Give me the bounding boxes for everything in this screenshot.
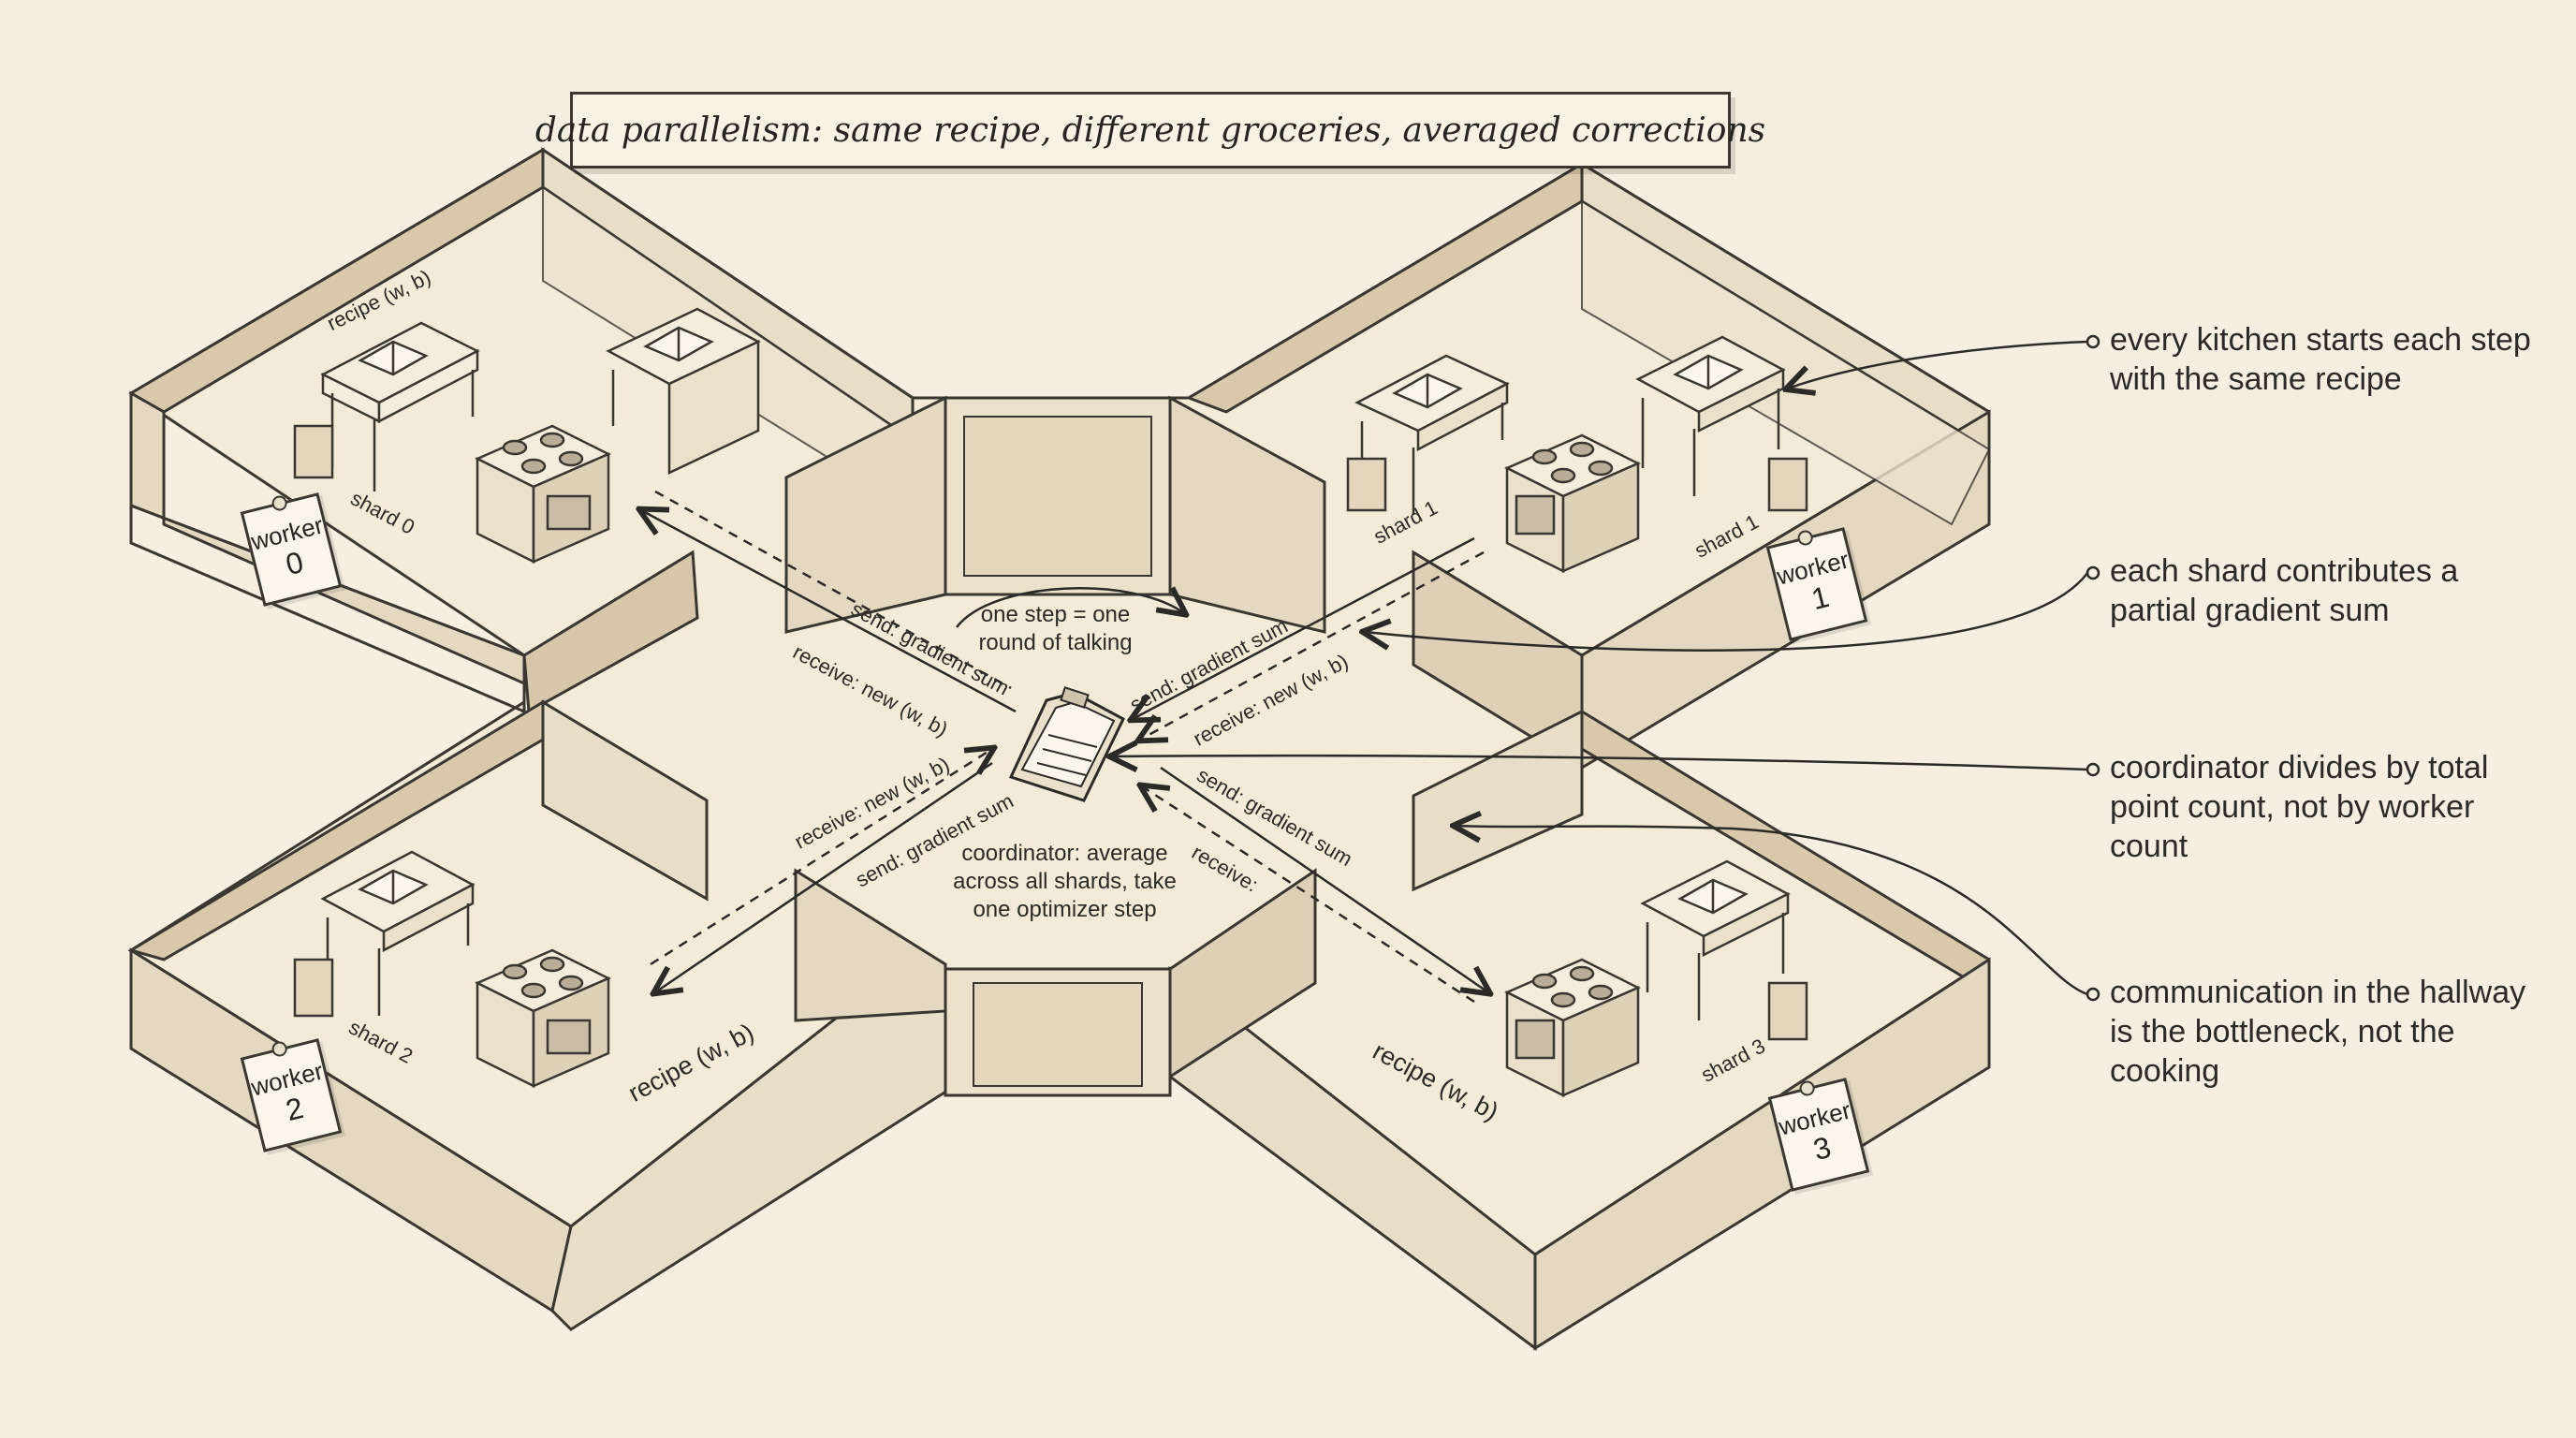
step-cycle-arrow: [956, 588, 1184, 628]
stove-k3: [1504, 958, 1641, 1098]
annotation-partial-gradient: each shard contributes a partial gradien…: [2110, 553, 2459, 628]
hallway-walls: [784, 395, 1326, 1097]
communication-arrows: [641, 490, 1488, 1004]
grocery-bag-k0: [293, 424, 334, 479]
annotation-coordinator-divides: coordinator divides by total point count…: [2110, 750, 2489, 864]
recipe-table-k1: [1354, 354, 1510, 515]
kitchen-2: [127, 699, 957, 1331]
title-banner: data parallelism: same recipe, different…: [535, 92, 1765, 169]
recipe-table-k2: [320, 850, 476, 1016]
worker-1-number: 1: [1808, 579, 1833, 617]
recipe-table-k0b: [606, 307, 761, 475]
coordinator-note: coordinator: average across all shards, …: [953, 841, 1177, 922]
recipe-table-k0: [320, 321, 480, 492]
arrow-to-worker3: [1160, 766, 1488, 992]
grocery-bags-k1: [1346, 457, 1808, 512]
furniture: [293, 307, 1808, 1098]
coordinator-clipboard-icon: [1008, 686, 1125, 802]
arrow-from-worker1: [1133, 536, 1475, 719]
arrow-to-worker2: [655, 761, 993, 992]
dashed-from-worker0: [654, 490, 1012, 690]
grocery-bag-k2: [293, 958, 334, 1018]
arrow-to-worker0: [641, 510, 1017, 713]
kitchen-3: [1168, 709, 1991, 1351]
annotation-same-recipe: every kitchen starts each step with the …: [2110, 322, 2531, 397]
recipe-table-k3: [1640, 859, 1791, 1020]
grocery-bag-k3: [1767, 981, 1808, 1041]
dashed-to-worker1: [1140, 550, 1485, 740]
stove-k1: [1504, 433, 1641, 574]
step-note: one step = one round of talking: [978, 602, 1133, 655]
stove-k0: [475, 424, 611, 565]
annotation-bottleneck: communication in the hallway is the bott…: [2110, 975, 2526, 1089]
worker-3-number: 3: [1809, 1129, 1835, 1167]
callout-leaders: [1112, 334, 2100, 1002]
worker-2-number: 2: [282, 1090, 307, 1128]
stove-k2: [475, 948, 611, 1089]
worker-0-number: 0: [282, 544, 307, 582]
